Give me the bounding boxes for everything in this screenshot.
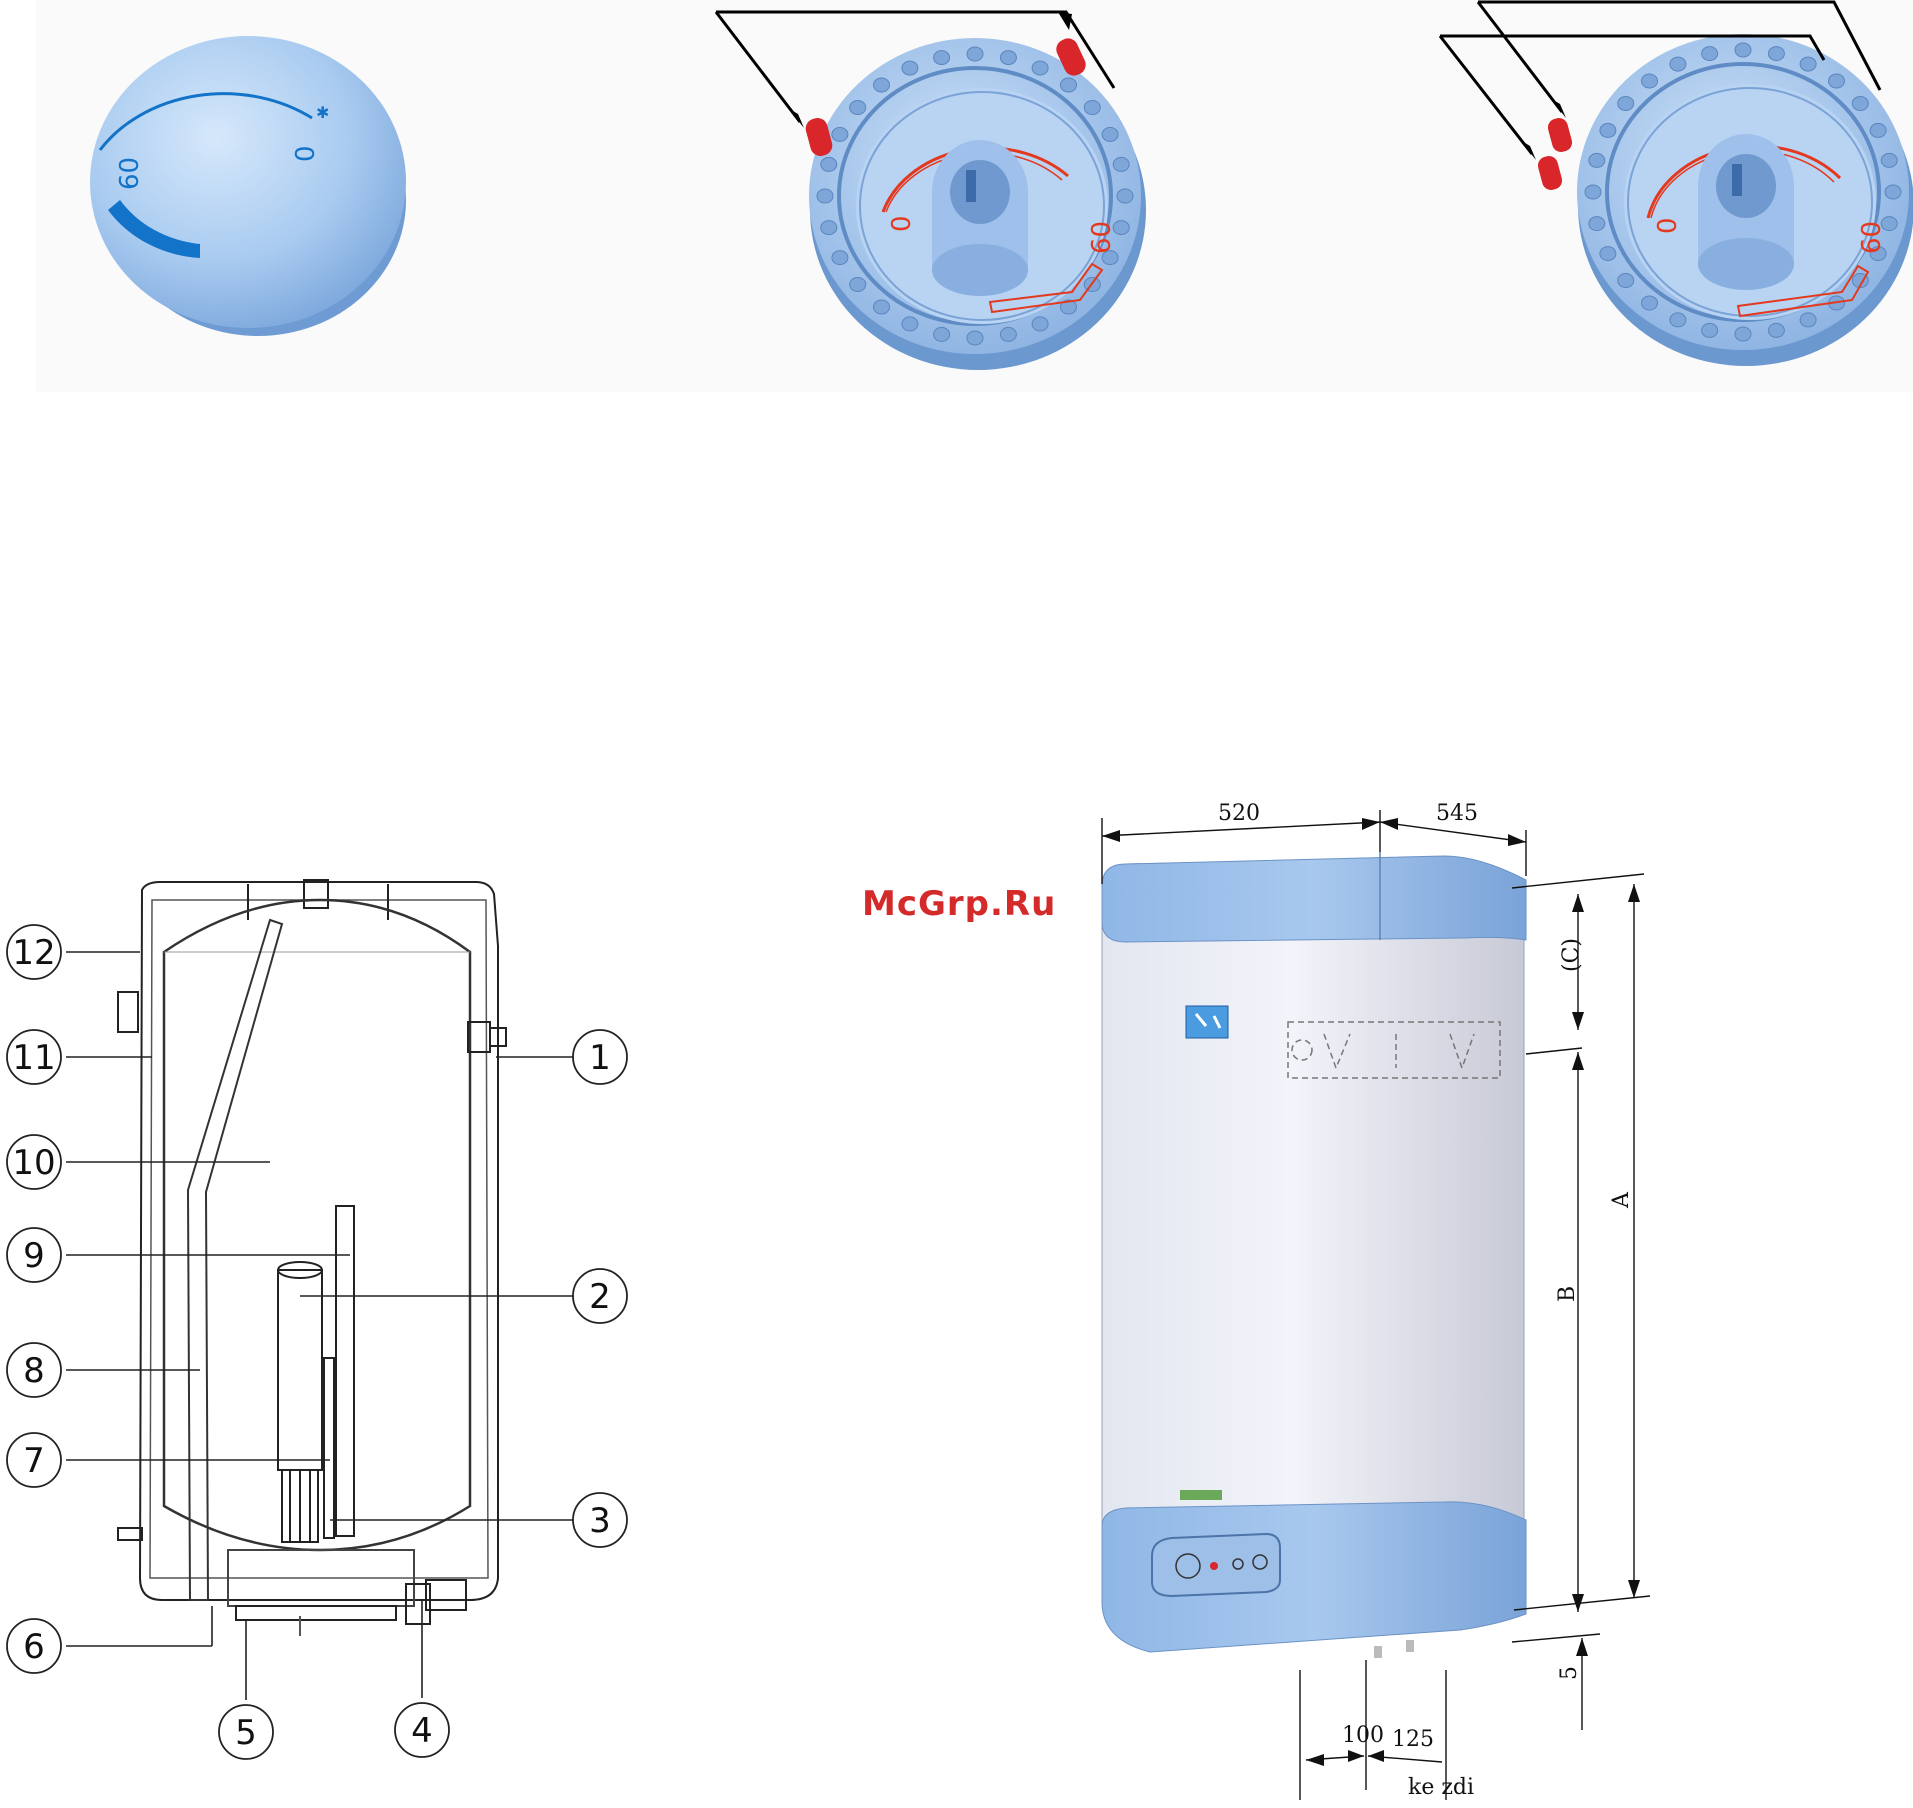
knob-hole-icon [821, 221, 837, 235]
knob-hole-icon [1881, 153, 1897, 167]
knob-hole-icon [1000, 327, 1016, 341]
dim-a-label: A [1609, 1191, 1634, 1209]
svg-text:✱: ✱ [316, 103, 329, 122]
knob-hole-icon [1800, 57, 1816, 71]
callout-number: 2 [589, 1277, 611, 1317]
callout-number: 1 [589, 1038, 611, 1078]
dim-c-label: (C) [1559, 938, 1584, 972]
knob-hole-icon [1852, 97, 1868, 111]
knob-hole-icon [1768, 323, 1784, 337]
knob-hole-icon [1702, 323, 1718, 337]
callout-number: 6 [23, 1627, 45, 1667]
callout-number: 11 [12, 1038, 55, 1078]
knob-front-max-label: 60 [115, 157, 145, 190]
knob-hole-icon [1768, 47, 1784, 61]
knob-hole-icon [1117, 189, 1133, 203]
dim-depth-label: 545 [1436, 801, 1478, 826]
knob-hole-icon [1829, 74, 1845, 88]
callout-number: 3 [589, 1501, 611, 1541]
knob-hole-icon [1102, 127, 1118, 141]
knob-hole-icon [934, 51, 950, 65]
dim-width-label: 520 [1218, 801, 1260, 826]
knob-hole-icon [902, 317, 918, 331]
knob-hole-icon [874, 78, 890, 92]
knob-hole-icon [1061, 78, 1077, 92]
knob-hole-icon [1000, 51, 1016, 65]
knob-hole-icon [1618, 97, 1634, 111]
knob-hole-icon [1032, 61, 1048, 75]
knob-back-b-min-label: 0 [1653, 217, 1683, 234]
knob-hole-icon [1084, 101, 1100, 115]
water-heater-3d-icon: 520 545 (C) B A 5 100 125 ke zdi [1080, 790, 1913, 1808]
knob-hole-icon [934, 327, 950, 341]
watermark: McGrp.Ru [862, 884, 1056, 924]
knob-hole-icon [1800, 313, 1816, 327]
knob-hole-icon [902, 61, 918, 75]
knob-hole-icon [967, 331, 983, 345]
knob-hole-icon [1032, 317, 1048, 331]
knob-back-a-min-label: 0 [887, 215, 917, 232]
knob-hole-icon [1642, 296, 1658, 310]
knob-back-icon: 0 60 [700, 0, 1220, 392]
callout-number: 7 [23, 1441, 45, 1481]
knob-hole-icon [1618, 274, 1634, 288]
knob-hole-icon [1735, 327, 1751, 341]
knob-hole-icon [1670, 313, 1686, 327]
dim-pipe-spacing-label: 125 [1392, 1727, 1434, 1752]
knob-hole-icon [1870, 123, 1886, 137]
knob-hole-icon [850, 101, 866, 115]
callout-number: 10 [12, 1143, 55, 1183]
knob-front-icon: 0 60 ✱ [36, 0, 436, 392]
knob-hole-icon [1589, 153, 1605, 167]
callout-number: 12 [12, 933, 55, 973]
knob-front-min-label: 0 [291, 145, 321, 162]
callout-number: 4 [411, 1711, 433, 1751]
knob-hole-icon [1735, 43, 1751, 57]
knob-hole-icon [850, 278, 866, 292]
knob-back-icon: 0 60 [1400, 0, 1913, 392]
callout-number: 9 [23, 1236, 45, 1276]
knob-hole-icon [817, 189, 833, 203]
knob-back-b-max-label: 60 [1857, 221, 1887, 254]
knob-hole-icon [967, 47, 983, 61]
knob-back-a-max-label: 60 [1087, 221, 1117, 254]
knob-hole-icon [1702, 47, 1718, 61]
knob-hole-icon [1585, 185, 1601, 199]
dim-pipe-offset-label: 100 [1342, 1723, 1384, 1748]
knob-hole-icon [1589, 217, 1605, 231]
dim-wall-label: ke zdi [1408, 1775, 1474, 1800]
knob-hole-icon [1600, 123, 1616, 137]
knob-hole-icon [1670, 57, 1686, 71]
dim-bottom-gap-label: 5 [1557, 1666, 1582, 1680]
knob-hole-icon [821, 157, 837, 171]
knob-hole-icon [1885, 185, 1901, 199]
dim-b-label: B [1555, 1286, 1580, 1302]
knob-hole-icon [1113, 157, 1129, 171]
knob-hole-icon [832, 251, 848, 265]
knob-hole-icon [1642, 74, 1658, 88]
knob-hole-icon [874, 300, 890, 314]
knob-hole-icon [1600, 247, 1616, 261]
knob-hole-icon [832, 127, 848, 141]
callout-number: 5 [235, 1713, 257, 1753]
callout-number: 8 [23, 1351, 45, 1391]
